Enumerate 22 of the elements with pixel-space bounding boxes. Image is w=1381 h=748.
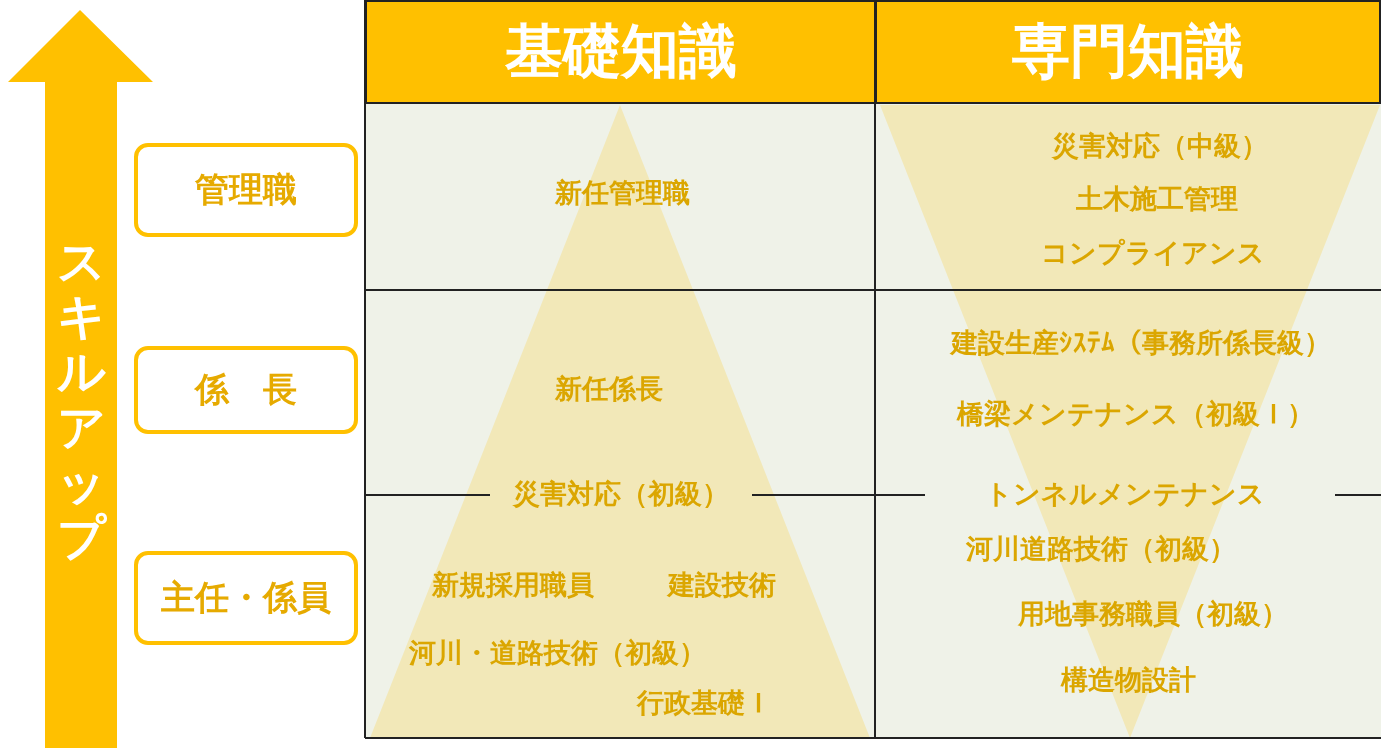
skill-label: 河川道路技術（初級） (966, 532, 1236, 566)
skill-label: 災害対応（中級） (1052, 129, 1268, 163)
skill-label: 用地事務職員（初級） (1018, 597, 1288, 631)
rank-box: 主任・係員 (134, 551, 358, 645)
skill-label: 建設技術 (668, 568, 776, 602)
skill-label: 新規採用職員 (432, 568, 594, 602)
skill-label: 新任係長 (555, 372, 663, 406)
skill-label: 河川・道路技術（初級） (408, 636, 706, 670)
axis-label: スキルアップ (57, 234, 105, 566)
skill-label: コンプライアンス (1041, 236, 1265, 270)
skill-label: 行政基礎Ｉ (636, 686, 772, 720)
skill-label: 橋梁メンテナンス（初級Ｉ） (956, 397, 1314, 431)
skill-label: 土木施工管理 (1076, 182, 1238, 216)
skill-label: トンネルメンテナンス (985, 477, 1265, 511)
skill-label: 新任管理職 (554, 176, 690, 210)
column-header: 専門知識 (875, 0, 1381, 104)
rank-box: 管理職 (134, 143, 358, 237)
skill-label: 災害対応（初級） (513, 477, 729, 511)
rank-box: 係 長 (134, 346, 358, 434)
column-header: 基礎知識 (365, 0, 876, 104)
skill-label: 建設生産ｼｽﾃﾑ（事務所係長級） (951, 326, 1331, 360)
skill-label: 構造物設計 (1060, 663, 1196, 697)
